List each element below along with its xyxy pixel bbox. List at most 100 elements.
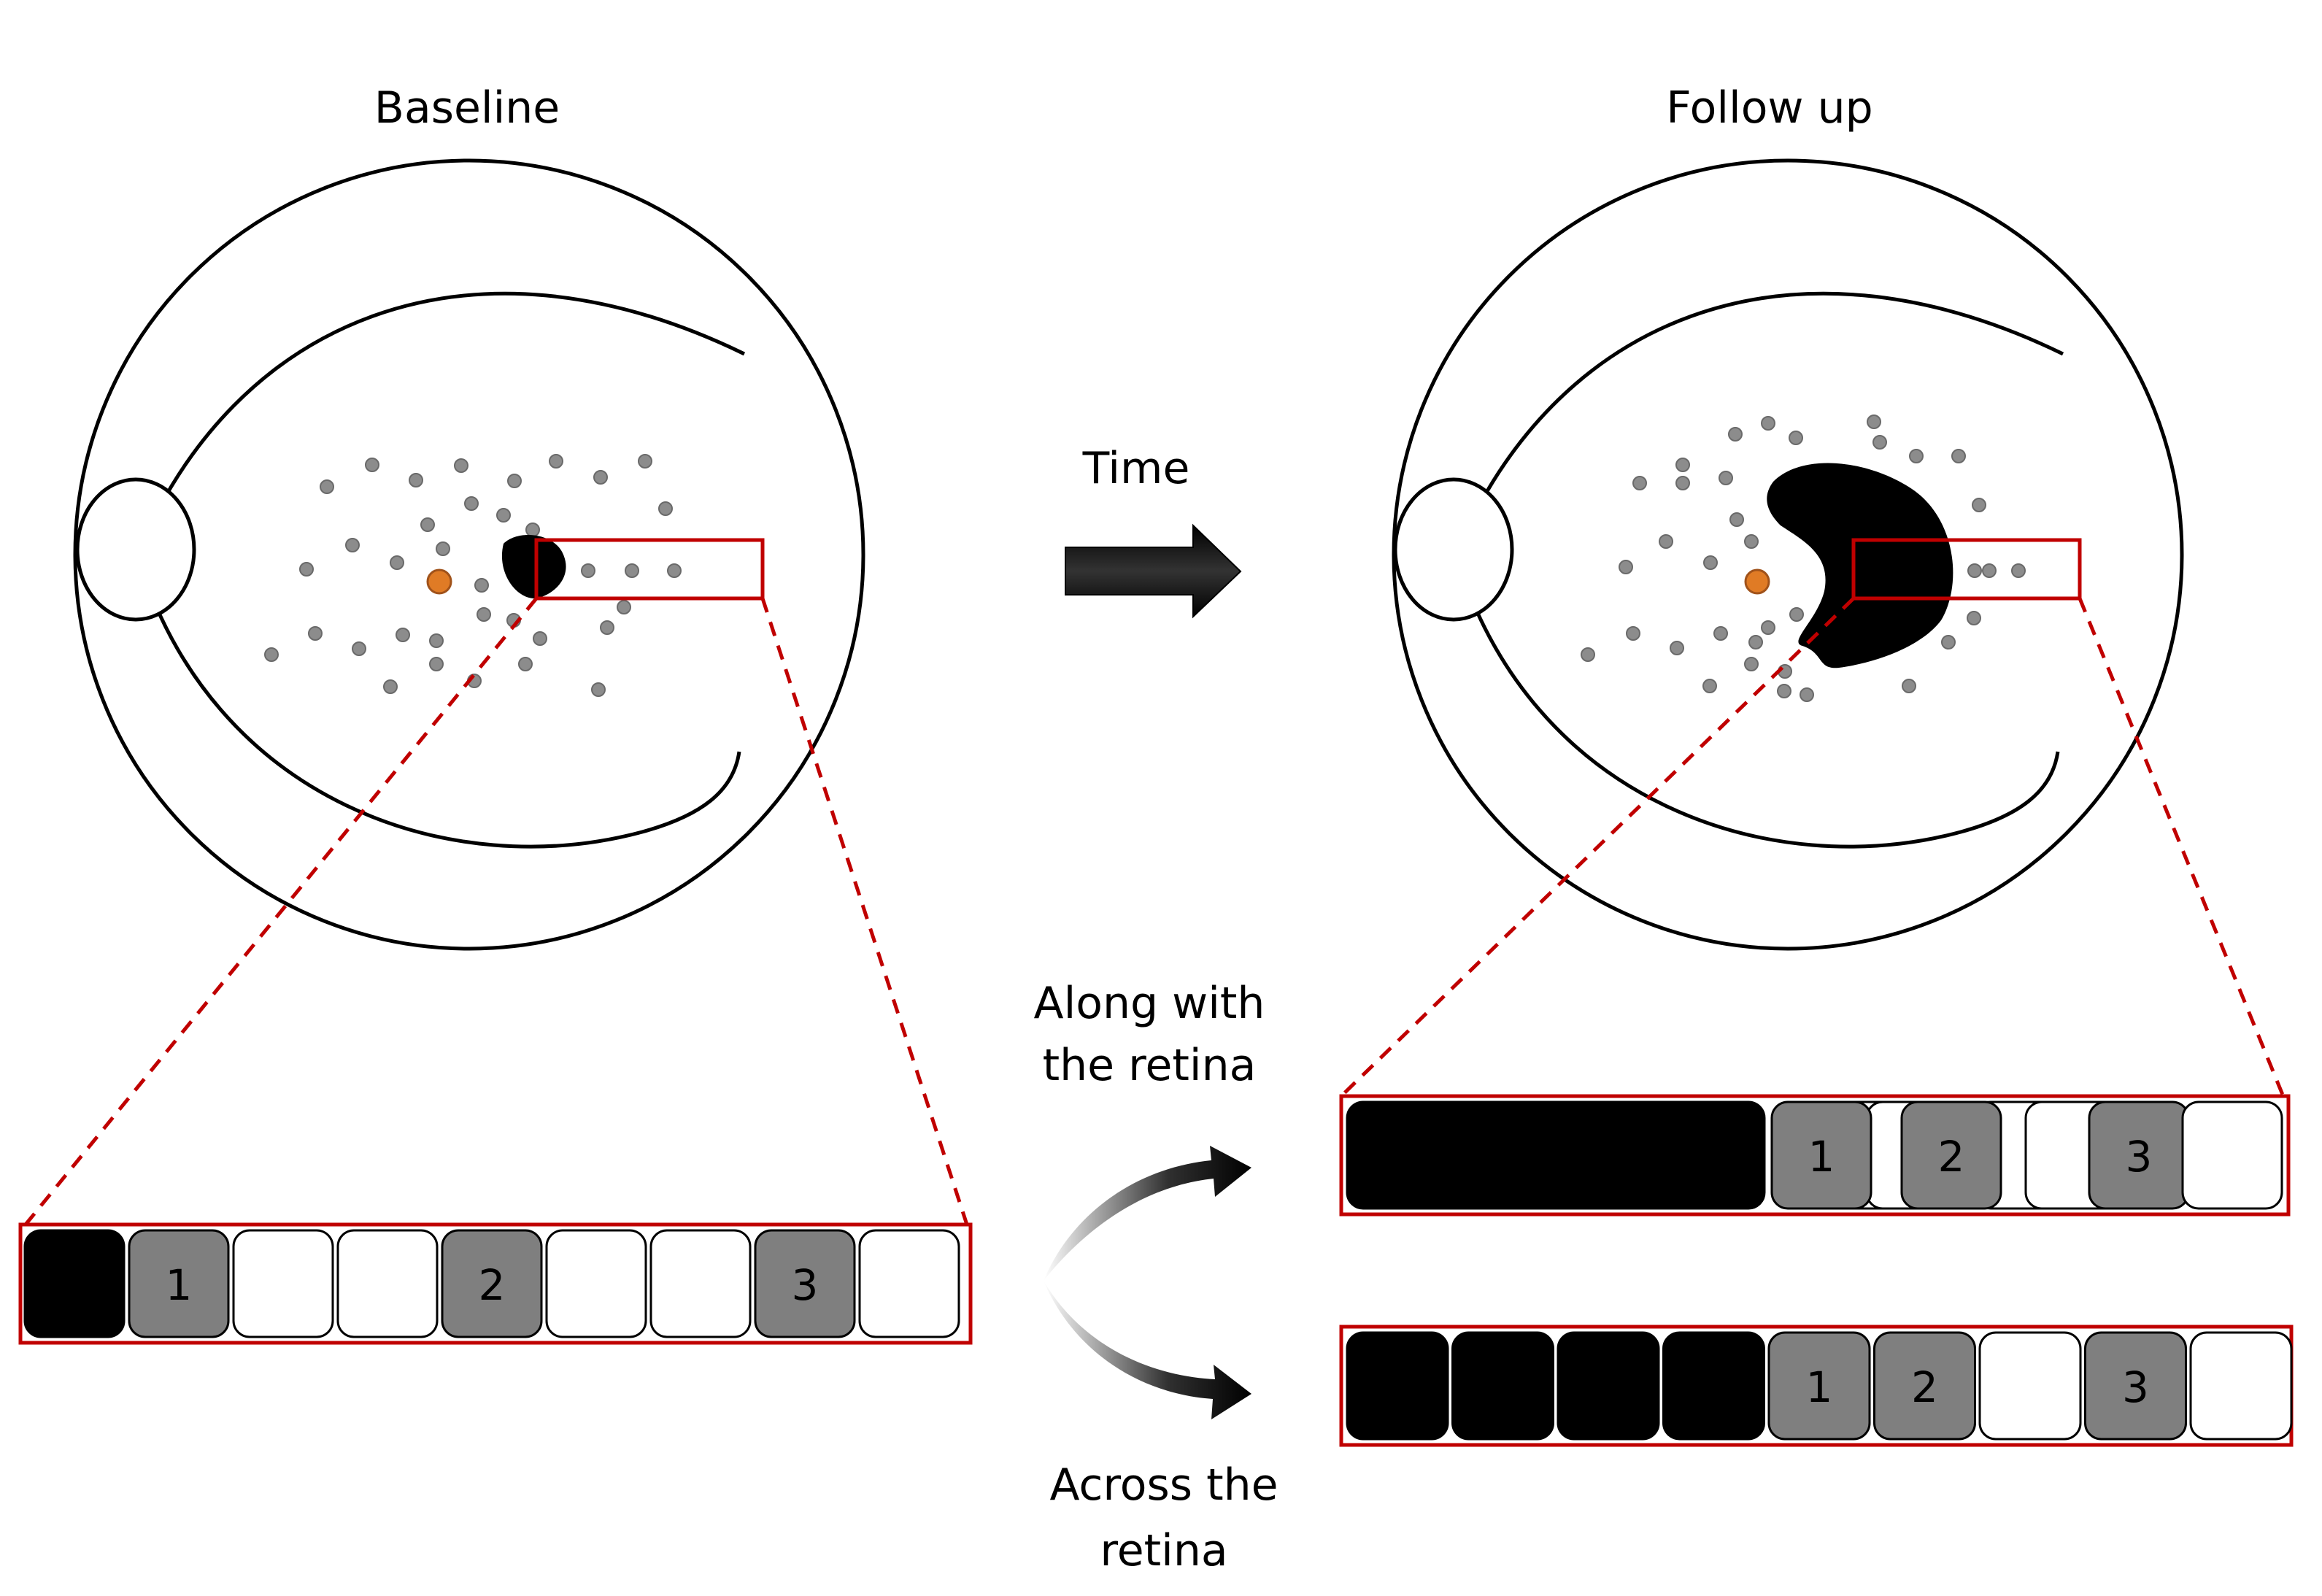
druse-dot [1761, 416, 1775, 431]
followup-eye [1341, 158, 2285, 1096]
druse-dot [1982, 563, 1997, 578]
druse-dot [1729, 512, 1744, 527]
cell-gray [1873, 1331, 1976, 1441]
optic-disc [75, 477, 196, 622]
druse-dot [264, 647, 279, 662]
druse-dot [1626, 626, 1640, 641]
druse-dot [345, 538, 360, 552]
cell-white [2189, 1331, 2293, 1441]
cell-number-label: 2 [1911, 1362, 1938, 1412]
druse-dot [409, 473, 423, 487]
druse-dot [1632, 476, 1647, 490]
druse-dot [1702, 679, 1717, 693]
druse-dot [436, 541, 450, 556]
followup-title: Follow up [1666, 82, 1872, 134]
retina-upper-edge [135, 291, 746, 555]
druse-dot [600, 620, 614, 635]
cell-black [1451, 1331, 1554, 1441]
druse-dot [581, 563, 595, 578]
retina-lower-edge [1454, 554, 2060, 849]
cell-number-label: 1 [166, 1260, 193, 1310]
drusen-dots-followup [1581, 415, 2026, 702]
druse-dot [667, 563, 682, 578]
curved-arrow-down-icon [1044, 1281, 1251, 1419]
time-arrow [1065, 523, 1242, 619]
druse-dot [299, 562, 314, 577]
druse-dot [1941, 635, 1956, 649]
cell-white [649, 1229, 752, 1338]
druse-dot [1789, 431, 1803, 445]
cell-gray [441, 1229, 543, 1338]
retina-lower-edge [135, 554, 741, 849]
druse-dot [1867, 415, 1881, 429]
cell-number-label: 3 [792, 1260, 819, 1310]
druse-dot [429, 657, 444, 671]
cell-black [1346, 1331, 1449, 1441]
cell-gray [128, 1229, 230, 1338]
druse-dot [308, 626, 323, 641]
druse-dot [352, 641, 366, 656]
cell-gray [1767, 1331, 1871, 1441]
druse-dot [638, 454, 652, 469]
druse-dot [1872, 435, 1887, 450]
druse-dot [1703, 555, 1718, 570]
along-strip-frame [1339, 1094, 2291, 1217]
druse-dot [1789, 607, 1804, 622]
druse-dot [429, 633, 444, 648]
cell-number-label: 1 [1806, 1362, 1833, 1412]
fovea-marker [426, 568, 452, 595]
baseline-strip-frame [18, 1222, 973, 1345]
druse-dot [1967, 563, 1982, 578]
eyeball-outline [73, 158, 865, 951]
drusen-dots-baseline [264, 454, 682, 697]
druse-dot [1761, 620, 1775, 635]
zoom-box-baseline [534, 538, 765, 601]
optic-disc [1393, 477, 1514, 622]
zoom-line-left [1341, 597, 1855, 1096]
across-label-line1: Across the [1049, 1460, 1278, 1511]
druse-dot [617, 600, 631, 614]
time-label: Time [1082, 443, 1190, 494]
zoom-line-left [24, 597, 538, 1226]
baseline-title: Baseline [374, 82, 560, 134]
druse-dot [525, 523, 540, 537]
cell-white [2181, 1100, 2283, 1210]
druse-dot [454, 458, 468, 473]
cell-black [1662, 1331, 1765, 1441]
druse-dot [383, 679, 398, 694]
across-label-line2: retina [1100, 1525, 1227, 1576]
druse-dot [591, 682, 606, 697]
druse-dot [1902, 679, 1916, 693]
druse-dot [1800, 687, 1814, 702]
baseline-cell-strip: 1 2 3 [23, 1229, 960, 1338]
druse-dot [549, 454, 563, 469]
zoom-box-followup [1851, 538, 2082, 601]
cell-number-label: 2 [479, 1260, 506, 1310]
druse-dot [1972, 498, 1986, 512]
cell-gray [754, 1229, 856, 1338]
druse-dot [1951, 449, 1966, 463]
druse-dot [533, 631, 547, 646]
druse-dot [1967, 611, 1981, 625]
druse-dot [390, 555, 404, 570]
zoom-line-right [2078, 598, 2285, 1095]
curved-arrow-up-icon [1044, 1146, 1251, 1281]
druse-dot [1659, 534, 1673, 549]
cell-number-label: 3 [2122, 1362, 2149, 1412]
druse-dot [1744, 534, 1759, 549]
baseline-eye [24, 158, 969, 1226]
atrophy-lesion-followup [1767, 463, 1953, 668]
along-label-line1: Along with [1034, 978, 1265, 1029]
druse-dot [1744, 657, 1759, 671]
cell-white [232, 1229, 334, 1338]
druse-dot [1748, 635, 1763, 649]
cell-gray [2084, 1331, 2187, 1441]
druse-dot [496, 508, 511, 523]
druse-dot [1909, 449, 1924, 463]
cell-black [23, 1229, 126, 1338]
druse-dot [1675, 476, 1690, 490]
cell-white [545, 1229, 647, 1338]
druse-dot [396, 628, 410, 642]
